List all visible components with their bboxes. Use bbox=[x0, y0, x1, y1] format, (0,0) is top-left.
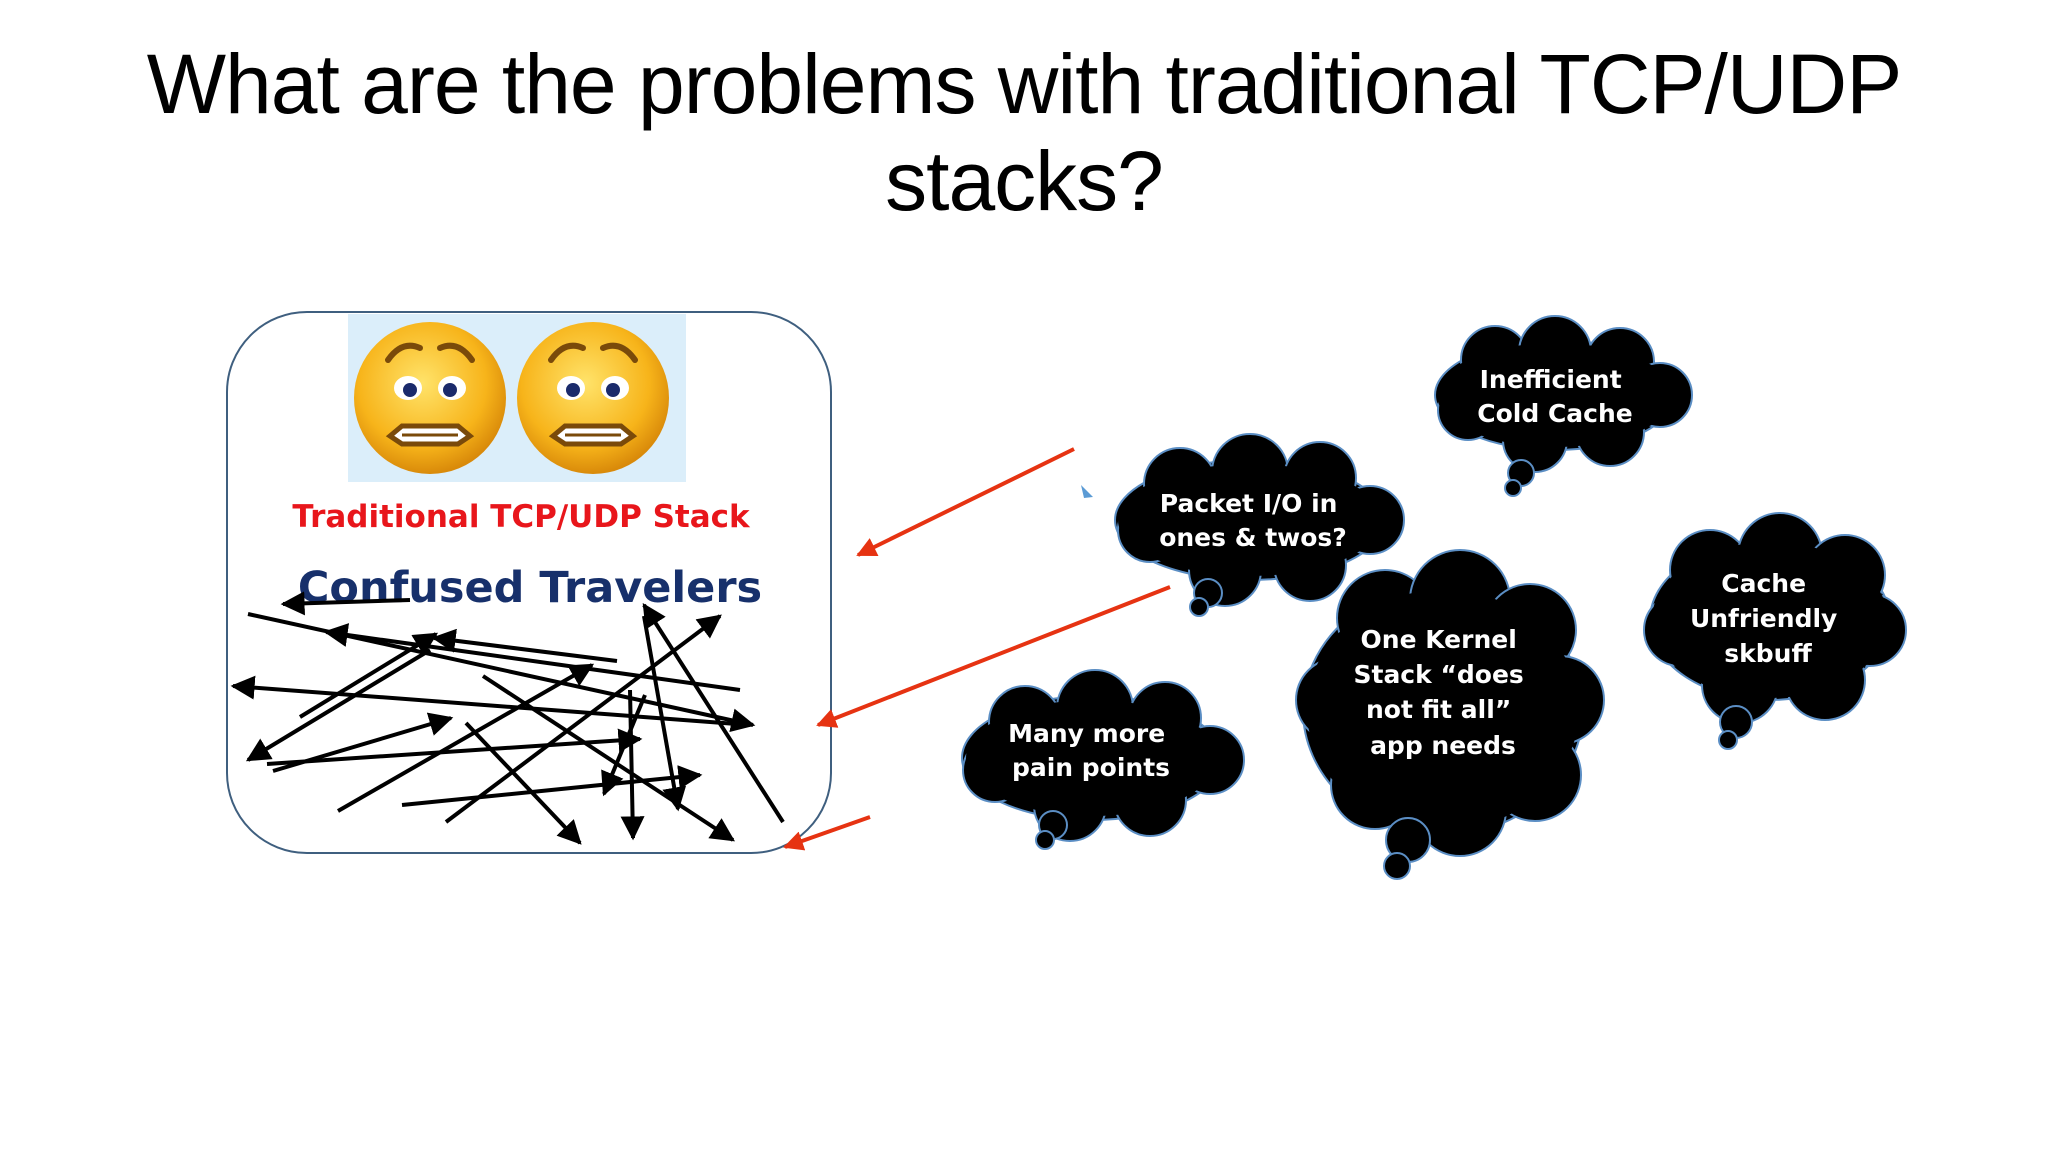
thought-clouds bbox=[961, 315, 1907, 880]
cloud-text-packet-io: Packet I/O in ones & twos? bbox=[1159, 489, 1347, 552]
thought-cloud-cache-unfriendly bbox=[1643, 512, 1907, 750]
pointer-arrows bbox=[783, 447, 1171, 851]
stack-box: Traditional TCP/UDP Stack Confused Trave… bbox=[226, 311, 832, 854]
thought-cloud-packet-io bbox=[1114, 433, 1405, 617]
cloud-texts: Inefficient Cold Cache Packet I/O in one… bbox=[1008, 365, 1846, 782]
thought-cloud-inefficient-cold-cache bbox=[1434, 315, 1693, 497]
stack-label: Traditional TCP/UDP Stack bbox=[292, 499, 751, 535]
worried-face-icon bbox=[354, 322, 506, 474]
cloud-text-many-more: Many more pain points bbox=[1008, 719, 1174, 782]
confused-travelers-label: Confused Travelers bbox=[298, 563, 762, 613]
confused-arrows bbox=[230, 591, 785, 845]
cloud-text-inefficient-cold-cache: Inefficient Cold Cache bbox=[1477, 365, 1632, 428]
thought-cloud-many-more bbox=[961, 669, 1245, 850]
small-blue-arrow bbox=[1081, 485, 1093, 498]
worried-face-icon bbox=[517, 322, 669, 474]
thought-cloud-one-kernel-stack bbox=[1295, 549, 1605, 880]
cloud-text-cache-unfriendly: Cache Unfriendly skbuff bbox=[1690, 569, 1846, 668]
slide-title: What are the problems with traditional T… bbox=[146, 37, 1903, 228]
cloud-text-one-kernel-stack: One Kernel Stack “does not fit all” app … bbox=[1353, 625, 1532, 760]
